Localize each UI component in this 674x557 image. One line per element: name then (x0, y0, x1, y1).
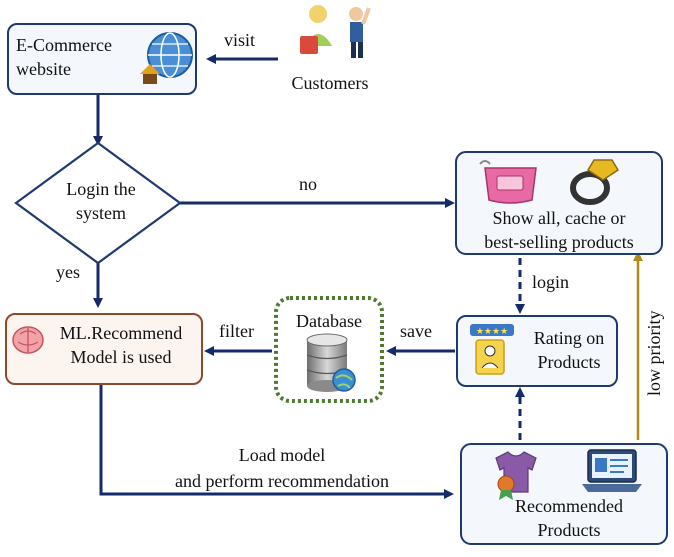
customers-label: Customers (291, 73, 368, 93)
edge-filter: filter (204, 321, 272, 356)
edge-label-visit: visit (224, 30, 255, 50)
edge-load-model: and perform recommendationLoad model (99, 385, 454, 499)
edge-save: save (386, 321, 455, 356)
laptop-icon (582, 449, 642, 492)
edge-label-load-model: and perform recommendationLoad model (175, 445, 389, 491)
edge-yes: yes (56, 262, 103, 308)
database-icon (306, 333, 356, 392)
arrow-load-model (99, 385, 454, 499)
login-decision-shape (14, 141, 182, 265)
database-label: Database (296, 311, 362, 331)
customers-icon (300, 5, 371, 58)
shirt-icon (495, 451, 537, 500)
brain-icon (12, 326, 44, 354)
edge-label-save: save (400, 321, 432, 341)
node-customers: Customers (291, 5, 371, 93)
edge-label-yes: yes (56, 262, 80, 282)
svg-text:★★★★: ★★★★ (476, 327, 508, 337)
edge-login: login (515, 258, 569, 314)
bag-icon (479, 160, 537, 204)
ml-model-box (5, 313, 203, 385)
edge-label-login: login (532, 272, 569, 292)
edge-label-filter: filter (219, 321, 254, 341)
edge-low-priority: low priority (633, 251, 664, 440)
edge-label-low-priority: low priority (644, 311, 664, 397)
edge-visit: visit (206, 30, 278, 64)
edge-label-no: no (299, 174, 317, 194)
node-database: Database (274, 296, 384, 403)
rating-icon: ★★★★ (470, 324, 514, 375)
edge-no: no (180, 174, 455, 208)
ring-icon (570, 159, 620, 205)
globe-icon (140, 32, 193, 84)
